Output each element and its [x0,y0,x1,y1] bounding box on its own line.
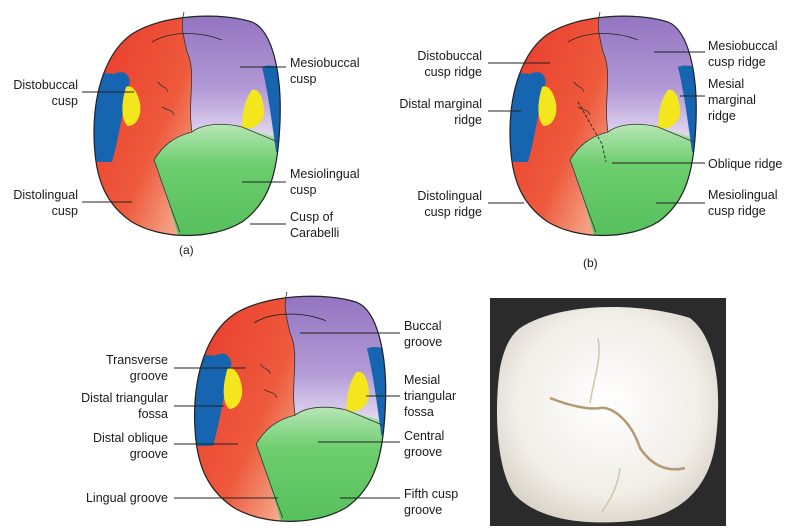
tooth-diagram-b [508,12,698,242]
label-mesiolingual-cusp: Mesiolingual cusp [290,167,360,197]
label-distolingual-cusp-ridge: Distolingual cusp ridge [417,189,482,219]
tooth-photograph [490,298,726,526]
label-mesial-marginal-ridge: Mesial marginal ridge [708,77,756,123]
label-buccal-groove: Buccal groove [404,319,443,349]
caption-b: (b) [583,256,598,270]
caption-a: (a) [179,243,194,257]
label-distal-triangular-fossa: Distal triangular fossa [81,391,168,421]
label-distal-oblique-groove: Distal oblique groove [92,431,168,461]
label-distal-marginal-ridge: Distal marginal ridge [399,97,482,127]
label-distolingual-cusp: Distolingual cusp [13,188,78,218]
label-mesiobuccal-cusp-ridge: Mesiobuccal cusp ridge [708,39,778,69]
label-distobuccal-cusp-ridge: Distobuccal cusp ridge [417,49,482,79]
label-mesiolingual-cusp-ridge: Mesiolingual cusp ridge [708,188,778,218]
label-mesial-triangular-fossa: Mesial triangular fossa [404,373,457,419]
label-central-groove: Central groove [404,429,445,459]
label-mesiobuccal-cusp: Mesiobuccal cusp [290,56,360,86]
label-distobuccal-cusp: Distobuccal cusp [13,78,78,108]
label-transverse-groove: Transverse groove [105,353,168,383]
label-fifth-cusp-groove: Fifth cusp groove [404,487,459,517]
label-lingual-groove: Lingual groove [85,491,168,505]
label-oblique-ridge: Oblique ridge [708,157,783,171]
label-cusp-of-carabelli: Cusp of Carabelli [290,210,340,240]
